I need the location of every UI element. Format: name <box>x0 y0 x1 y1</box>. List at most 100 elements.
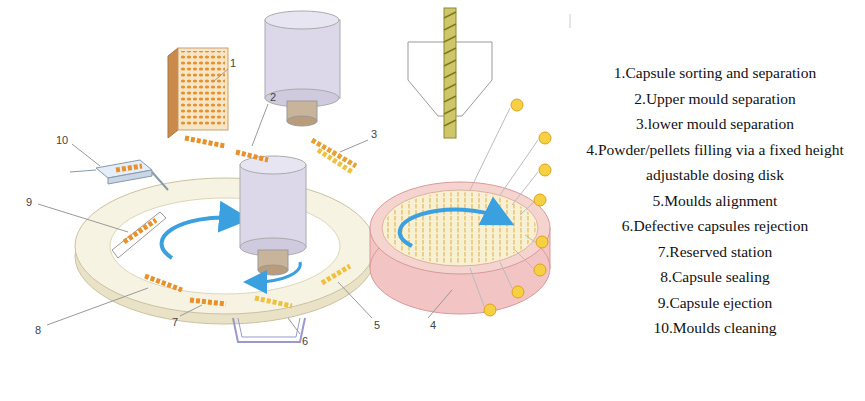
callout-number: 5 <box>374 320 380 331</box>
capsule-hopper <box>181 51 225 127</box>
cleaning-station <box>70 170 96 172</box>
center-cylinder <box>258 265 288 275</box>
step-description: 10.Moulds cleaning <box>572 315 858 341</box>
callout-number: 4 <box>430 320 436 331</box>
step-description: 5.Moulds alignment <box>572 188 858 214</box>
frame-tick <box>570 14 571 28</box>
callout-leaders <box>428 290 452 318</box>
step-description: 2.Upper mould separation <box>572 86 858 112</box>
cleaning-station <box>108 170 152 184</box>
center-cylinder <box>240 156 306 174</box>
capsule-hopper <box>168 48 178 138</box>
screw-auger <box>444 48 456 54</box>
capsule-rows <box>236 152 268 160</box>
capsule-end-circles <box>484 99 551 316</box>
part-leaders <box>500 140 538 195</box>
reject-bin <box>238 318 300 337</box>
capsule-rows <box>145 276 182 290</box>
callout-number: 1 <box>230 58 236 69</box>
part-leaders <box>520 202 534 215</box>
dosing-disk <box>370 182 550 314</box>
screw-auger <box>444 108 456 114</box>
part-leaders <box>515 250 533 268</box>
center-cylinder <box>240 156 306 282</box>
capsule-rows <box>124 220 156 242</box>
screw-auger <box>444 24 456 30</box>
capsule-end-circles <box>539 164 551 176</box>
turret-rotation-arrow <box>162 218 235 258</box>
center-cylinder <box>240 165 306 247</box>
part-leaders <box>470 268 484 306</box>
step-description: 4.Powder/pellets filling via a fixed hei… <box>572 137 858 188</box>
dosing-disk <box>370 182 550 274</box>
part-leaders <box>500 262 512 288</box>
screw-auger <box>444 84 456 90</box>
callout-leaders <box>252 104 268 146</box>
step-description: 8.Capsule sealing <box>572 264 858 290</box>
capsule-rows <box>318 150 352 172</box>
ejection-chute <box>112 212 166 258</box>
callout-leaders <box>38 204 128 232</box>
reject-bin <box>233 318 305 342</box>
callout-number: 2 <box>270 92 276 103</box>
capsule-rows <box>116 138 356 306</box>
screw-auger <box>444 12 456 18</box>
callout-number: 3 <box>371 129 377 140</box>
turret-rotation-arrow <box>162 218 235 258</box>
callout-leaders <box>47 288 148 325</box>
screw-auger <box>444 120 456 126</box>
capsule-end-circles <box>539 132 551 144</box>
step-description: 1.Capsule sorting and separation <box>572 60 858 86</box>
top-cylinder <box>265 11 339 29</box>
screw-auger <box>444 8 456 138</box>
capsule-rows <box>190 300 226 304</box>
capsule-rows <box>116 166 142 170</box>
callout-leaders <box>213 69 228 82</box>
reject-bin <box>233 318 305 342</box>
screw-auger <box>444 96 456 102</box>
screw-auger <box>444 60 456 66</box>
capsule-hopper <box>178 48 228 130</box>
step-description: 6.Defective capsules rejection <box>572 213 858 239</box>
capsule-hopper <box>168 48 228 138</box>
cleaning-station <box>152 172 168 190</box>
step-description: 7.Reserved station <box>572 239 858 265</box>
part-leaders <box>470 108 538 306</box>
part-leaders <box>470 108 510 190</box>
capsule-rows <box>255 298 292 306</box>
capsule-end-circles <box>484 304 496 316</box>
screw-auger <box>444 36 456 42</box>
capsule-end-circles <box>536 236 548 248</box>
callout-leaders <box>72 144 100 166</box>
top-cylinder <box>287 116 317 126</box>
callout-number: 7 <box>172 317 178 328</box>
top-cylinder <box>265 11 340 126</box>
callout-leaders <box>38 69 452 334</box>
frame-tick <box>570 14 571 28</box>
capsule-end-circles <box>534 194 546 206</box>
callout-leaders <box>180 305 202 316</box>
turret-disk <box>75 178 375 314</box>
screw-auger <box>444 12 456 126</box>
callout-number: 6 <box>302 336 308 347</box>
cleaning-station <box>70 160 168 190</box>
part-leaders <box>525 235 535 242</box>
screw-auger <box>444 72 456 78</box>
turret-disk <box>75 178 375 324</box>
step-description: 3.lower mould separation <box>572 111 858 137</box>
capsule-end-circles <box>534 264 546 276</box>
callout-number: 10 <box>56 135 68 146</box>
callout-leaders <box>338 282 372 318</box>
screw-auger <box>408 8 492 138</box>
ejection-chute <box>112 212 166 258</box>
capsule-rows <box>185 138 225 146</box>
center-cylinder <box>255 262 300 282</box>
callout-leaders <box>340 140 368 152</box>
callout-number: 9 <box>26 197 32 208</box>
callout-number: 8 <box>35 325 41 336</box>
capsule-rows <box>322 266 350 283</box>
top-cylinder <box>265 20 340 98</box>
step-list: 1.Capsule sorting and separation2.Upper … <box>572 60 858 341</box>
capsule-end-circles <box>512 286 524 298</box>
